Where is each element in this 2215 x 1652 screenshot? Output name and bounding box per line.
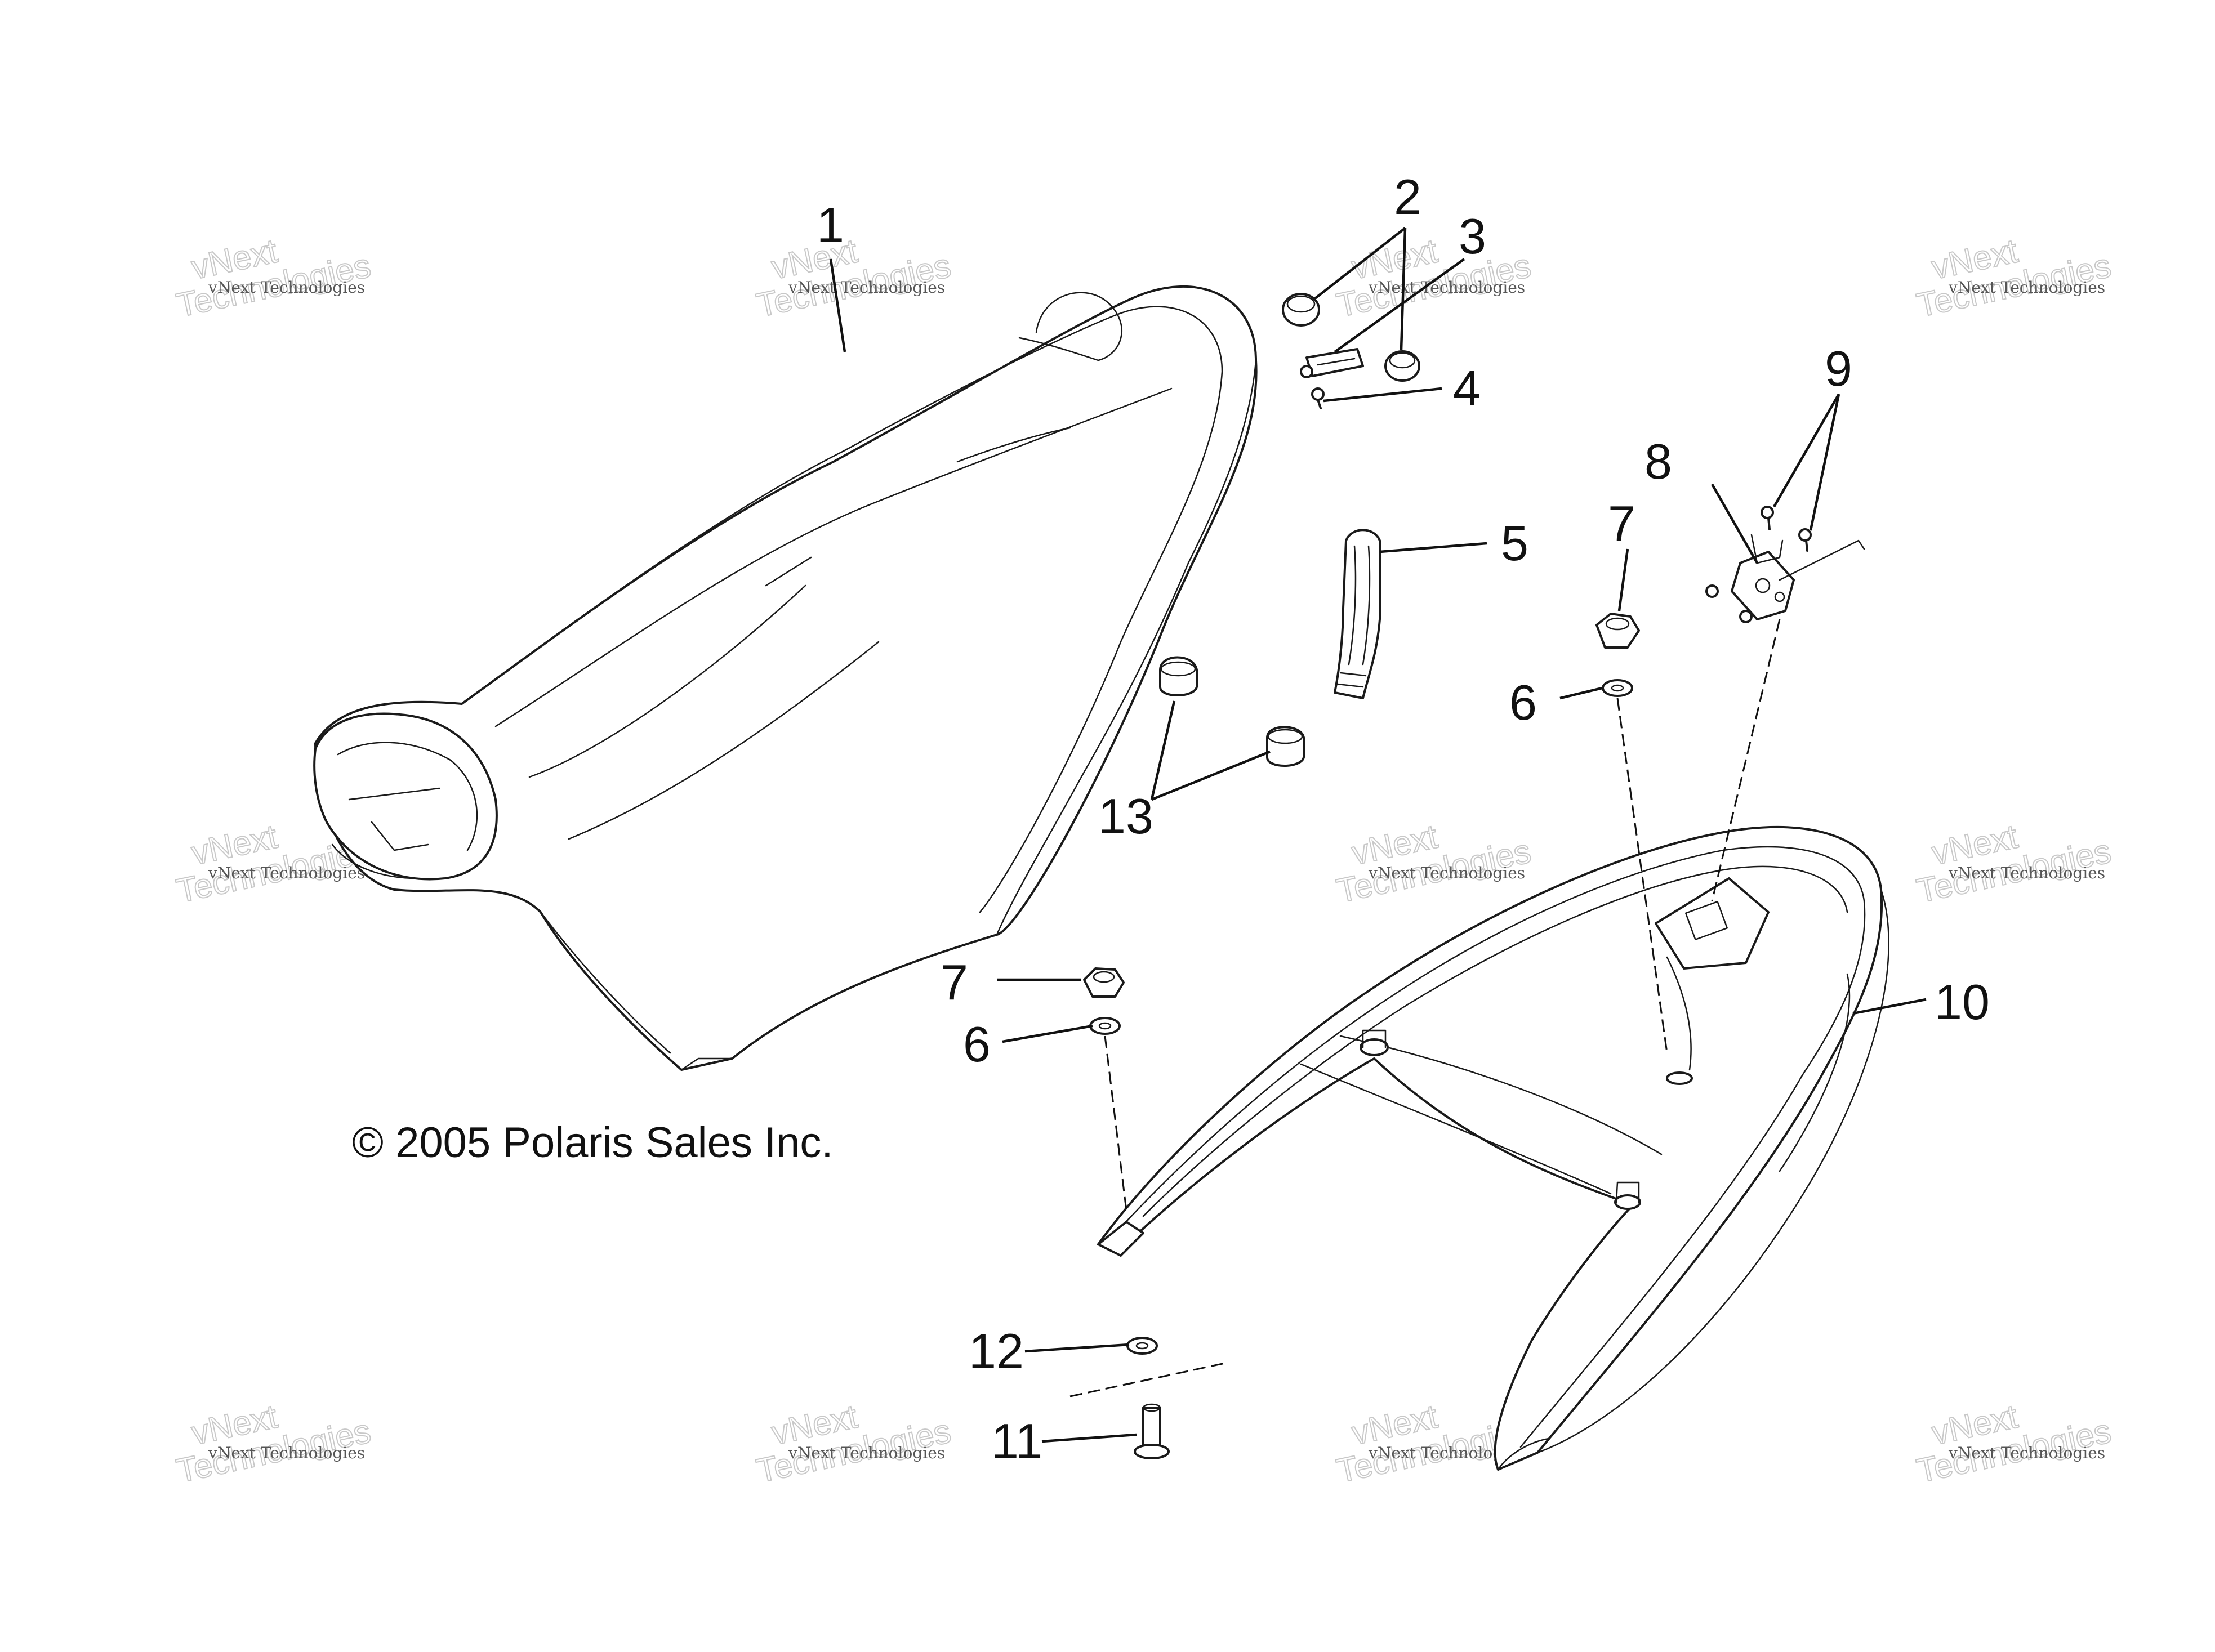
seat-part-1 bbox=[313, 285, 1258, 1071]
callout-9: 9 bbox=[1825, 341, 1852, 396]
screw-part-9 bbox=[1761, 506, 1812, 552]
callout-4: 4 bbox=[1453, 360, 1481, 416]
washer-part-6-right bbox=[1602, 679, 1633, 697]
bracket-part-3 bbox=[1305, 348, 1364, 377]
callout-7-right: 7 bbox=[1608, 495, 1635, 551]
nut-part-7-right bbox=[1595, 613, 1640, 649]
svg-text:vNext Technologies: vNext Technologies bbox=[1368, 278, 1525, 297]
center-lines bbox=[1069, 619, 1781, 1397]
callout-12: 12 bbox=[969, 1323, 1024, 1379]
watermark: vNext Technologies vNext Technologies bbox=[1913, 817, 2115, 910]
callout-2: 2 bbox=[1394, 169, 1421, 225]
watermark: vNext Technologies vNext Technologies bbox=[173, 231, 375, 325]
svg-text:vNext Technologies: vNext Technologies bbox=[1368, 864, 1525, 882]
grommet-part-2 bbox=[1282, 293, 1420, 382]
copyright-notice: © 2005 Polaris Sales Inc. bbox=[352, 1119, 833, 1167]
callout-5: 5 bbox=[1501, 515, 1528, 571]
svg-text:vNext Technologies: vNext Technologies bbox=[788, 278, 945, 297]
watermark: vNext Technologies vNext Technologies bbox=[753, 1397, 955, 1490]
washer-part-12 bbox=[1126, 1337, 1158, 1355]
callout-10: 10 bbox=[1935, 974, 1990, 1030]
svg-text:vNext Technologies: vNext Technologies bbox=[1948, 864, 2105, 882]
callout-13: 13 bbox=[1098, 788, 1153, 844]
watermark: vNext Technologies vNext Technologies bbox=[1913, 1397, 2115, 1490]
svg-text:vNext Technologies: vNext Technologies bbox=[208, 864, 365, 882]
watermark: vNext Technologies vNext Technologies bbox=[1333, 817, 1535, 910]
callout-3: 3 bbox=[1459, 208, 1486, 264]
latch-part-8 bbox=[1705, 534, 1865, 623]
svg-text:vNext Technologies: vNext Technologies bbox=[208, 1444, 365, 1462]
callout-6-right: 6 bbox=[1509, 675, 1537, 730]
callout-11: 11 bbox=[991, 1413, 1042, 1469]
nut-part-7-left bbox=[1083, 967, 1125, 998]
watermark: vNext Technologies vNext Technologies bbox=[1913, 231, 2115, 325]
fastener-part-11 bbox=[1134, 1403, 1170, 1459]
seat-base-part-10 bbox=[1097, 825, 1889, 1471]
screw-part-4 bbox=[1300, 365, 1325, 409]
watermark: vNext Technologies vNext Technologies bbox=[1333, 231, 1535, 325]
watermark: vNext Technologies vNext Technologies bbox=[173, 1397, 375, 1490]
svg-text:vNext Technologies: vNext Technologies bbox=[1948, 278, 2105, 297]
svg-text:vNext Technologies: vNext Technologies bbox=[788, 1444, 945, 1462]
watermark: vNext Technologies vNext Technologies bbox=[753, 231, 955, 325]
washer-part-6-left bbox=[1089, 1017, 1121, 1035]
callouts: 1 2 3 4 5 6 6 7 7 8 9 10 11 12 13 bbox=[817, 169, 1990, 1469]
callout-1: 1 bbox=[817, 197, 844, 253]
callout-8: 8 bbox=[1644, 434, 1672, 489]
svg-text:vNext Technologies: vNext Technologies bbox=[208, 278, 365, 297]
grommet-part-13 bbox=[1159, 656, 1305, 767]
svg-text:vNext Technologies: vNext Technologies bbox=[1948, 1444, 2105, 1462]
strap-part-5 bbox=[1334, 529, 1381, 699]
leader-lines bbox=[829, 227, 1927, 1443]
callout-7-left: 7 bbox=[941, 954, 968, 1010]
callout-6-left: 6 bbox=[963, 1016, 991, 1072]
